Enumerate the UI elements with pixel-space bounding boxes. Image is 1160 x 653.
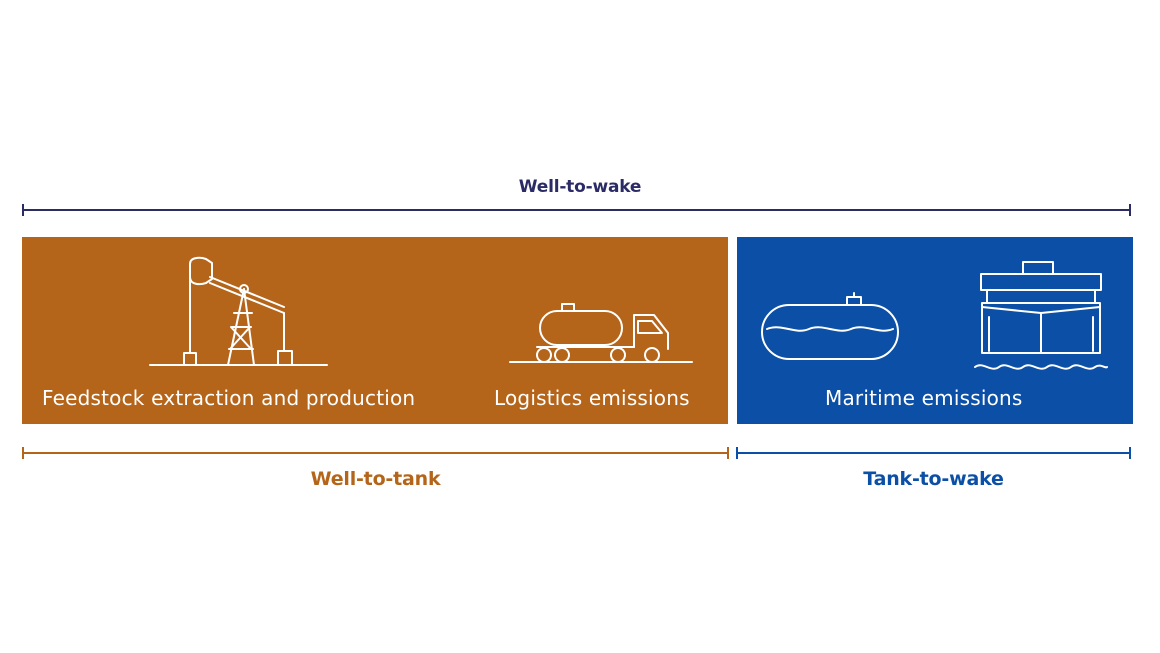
tank-to-wake-block: Maritime emissions bbox=[737, 237, 1133, 424]
tank-to-wake-bracket bbox=[736, 447, 1131, 459]
feedstock-stage-label: Feedstock extraction and production bbox=[42, 386, 416, 410]
fuel-tank-icon bbox=[761, 292, 899, 360]
well-to-tank-label: Well-to-tank bbox=[310, 468, 441, 490]
logistics-stage-label: Logistics emissions bbox=[494, 386, 690, 410]
ship-icon bbox=[974, 261, 1108, 370]
tanker-truck-icon bbox=[509, 303, 693, 363]
well-to-tank-block: Feedstock extraction and production Logi… bbox=[22, 237, 728, 424]
tank-to-wake-label: Tank-to-wake bbox=[863, 468, 1004, 490]
well-to-wake-label: Well-to-wake bbox=[518, 177, 642, 197]
well-to-tank-bracket bbox=[22, 447, 729, 459]
well-to-wake-bracket bbox=[22, 204, 1131, 216]
oil-pump-icon bbox=[149, 256, 328, 366]
maritime-stage-label: Maritime emissions bbox=[825, 386, 1023, 410]
